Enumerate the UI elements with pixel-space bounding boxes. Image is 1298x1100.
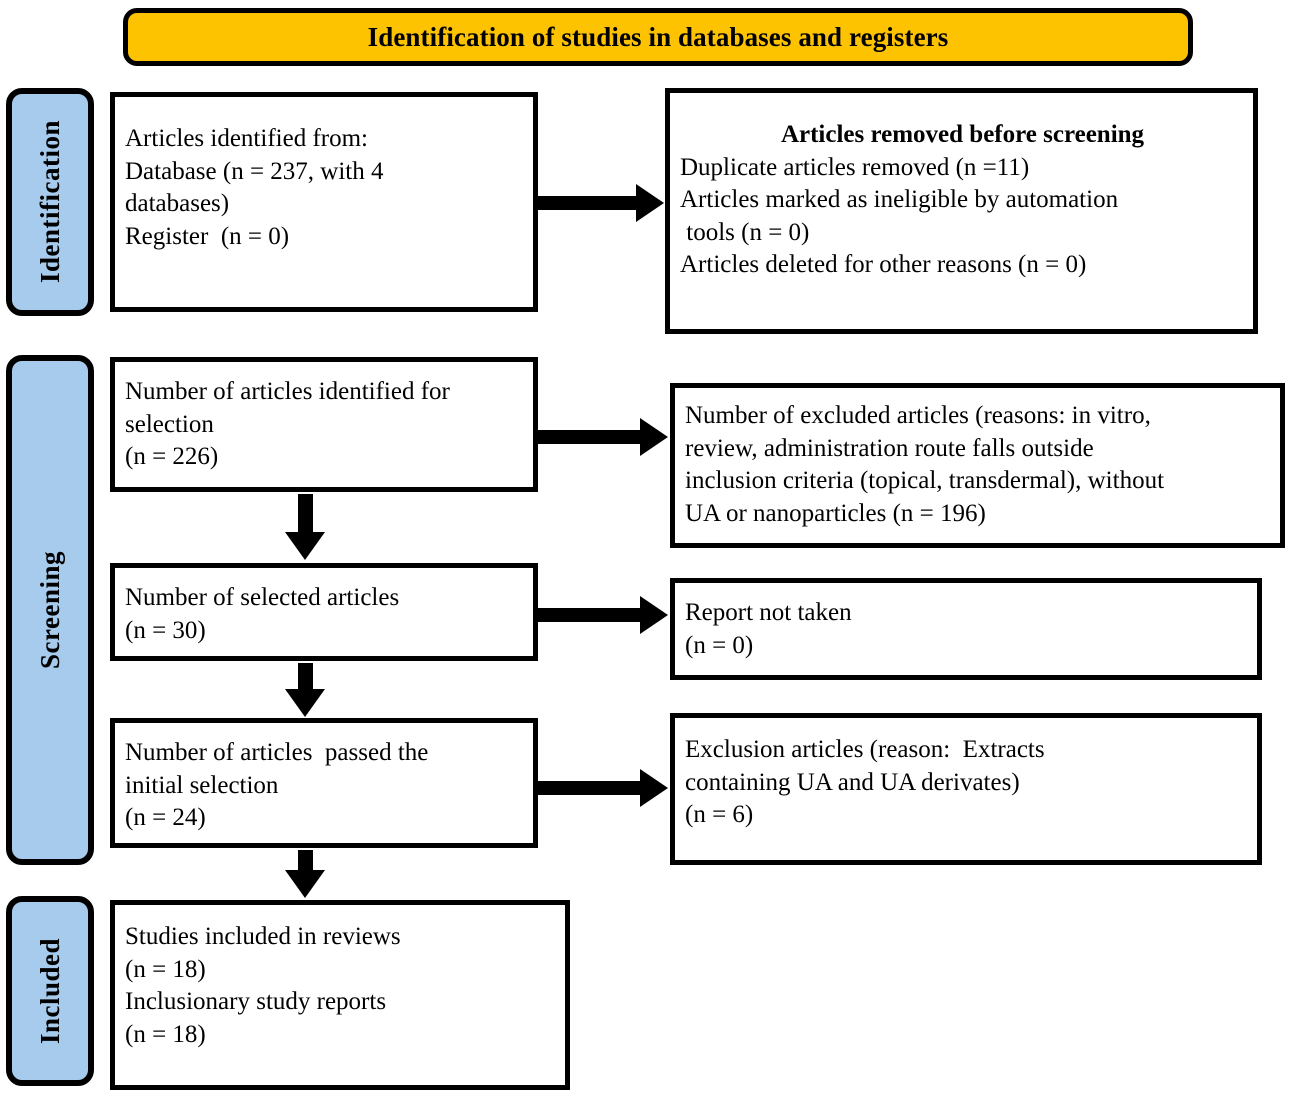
selection-line-1: Number of articles identified for (125, 378, 450, 405)
selection-line-2: selection (125, 410, 214, 438)
banner-title: Identification of studies in databases a… (367, 21, 949, 52)
removed-line-1: Duplicate articles removed (n =11) (680, 153, 1030, 181)
exclusion-line-2: containing UA and UA derivates) (685, 768, 1020, 796)
removed-line-2: Articles marked as ineligible by automat… (680, 186, 1119, 213)
diagram-banner: Identification of studies in databases a… (123, 8, 1193, 66)
arrow-selected-to-passed (285, 663, 325, 717)
excluded-line-2: review, administration route falls outsi… (685, 434, 1094, 462)
box-exclusion-articles: Exclusion articles (reason: Extracts con… (670, 713, 1262, 865)
exclusion-line-1: Exclusion articles (reason: Extracts (685, 736, 1045, 763)
box-studies-included: Studies included in reviews (n = 18) Inc… (110, 900, 570, 1090)
box-excluded-articles: Number of excluded articles (reasons: in… (670, 383, 1285, 548)
arrow-identified-to-removed (538, 184, 664, 222)
stage-tab-identification-label: Identification (34, 120, 65, 284)
stage-tab-screening-label: Screening (34, 551, 65, 669)
not-taken-line-2: (n = 0) (685, 631, 754, 659)
passed-line-1: Number of articles passed the (125, 739, 429, 766)
identified-line-2: Database (n = 237, with 4 (125, 157, 384, 185)
identified-line-1: Articles identified from: (125, 125, 368, 152)
box-passed-initial-selection: Number of articles passed the initial se… (110, 718, 538, 848)
box-articles-identified: Articles identified from: Database (n = … (110, 92, 538, 312)
excluded-line-3: inclusion criteria (topical, transdermal… (685, 467, 1165, 494)
arrow-selected-to-not-taken (538, 596, 668, 634)
not-taken-line-1: Report not taken (685, 599, 852, 626)
selected-line-1: Number of selected articles (125, 584, 400, 611)
box-selected-articles: Number of selected articles (n = 30) (110, 563, 538, 661)
included-line-2: (n = 18) (125, 955, 206, 983)
arrow-passed-to-exclusion (538, 769, 668, 807)
selected-line-2: (n = 30) (125, 616, 206, 644)
arrow-passed-to-included (285, 850, 325, 898)
removed-heading: Articles removed before screening (780, 121, 1145, 148)
selection-line-3: (n = 226) (125, 443, 219, 470)
identified-line-4: Register (n = 0) (125, 222, 290, 250)
excluded-line-1: Number of excluded articles (reasons: in… (685, 402, 1151, 429)
box-report-not-taken: Report not taken (n = 0) (670, 578, 1262, 680)
removed-line-4: Articles deleted for other reasons (n = … (680, 251, 1087, 278)
arrow-selection-to-selected (285, 494, 325, 560)
included-line-3: Inclusionary study reports (125, 988, 387, 1015)
excluded-line-4: UA or nanoparticles (n = 196) (685, 499, 986, 527)
passed-line-2: initial selection (125, 771, 279, 799)
identified-line-3: databases) (125, 190, 230, 217)
stage-tab-screening: Screening (6, 355, 94, 865)
removed-line-3: tools (n = 0) (680, 218, 810, 246)
included-line-4: (n = 18) (125, 1020, 206, 1048)
box-articles-removed: Articles removed before screening Duplic… (665, 88, 1258, 334)
stage-tab-identification: Identification (6, 88, 94, 316)
arrow-selection-to-excluded (538, 418, 668, 456)
exclusion-line-3: (n = 6) (685, 801, 754, 828)
box-identified-for-selection: Number of articles identified for select… (110, 357, 538, 492)
stage-tab-included-label: Included (34, 937, 65, 1045)
passed-line-3: (n = 24) (125, 804, 206, 831)
stage-tab-included: Included (6, 896, 94, 1086)
included-line-1: Studies included in reviews (125, 923, 401, 950)
